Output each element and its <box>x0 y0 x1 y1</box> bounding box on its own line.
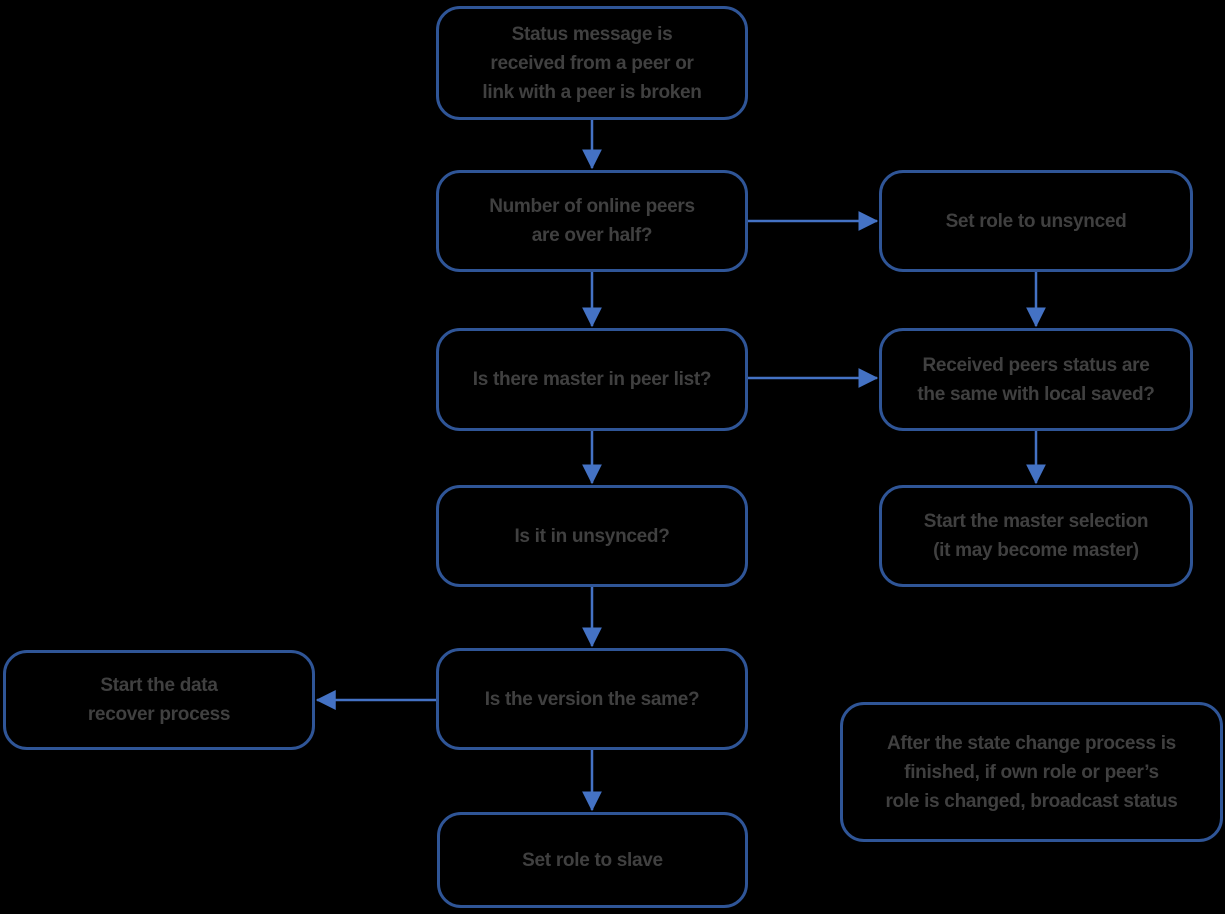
node-set-role-unsynced-label: Set role to unsynced <box>945 210 1127 232</box>
node-version-same: Is the version the same? <box>436 648 748 750</box>
node-start-data-recover-label: Start the data recover process <box>87 675 231 725</box>
node-start-master-selection: Start the master selection (it may becom… <box>879 485 1193 587</box>
node-online-peers-over-half-label: Number of online peers are over half? <box>489 196 695 246</box>
node-master-in-peer-list-label: Is there master in peer list? <box>472 369 712 390</box>
node-set-role-unsynced: Set role to unsynced <box>879 170 1193 272</box>
node-status-message: Status message is received from a peer o… <box>436 6 748 120</box>
node-is-in-unsynced: Is it in unsynced? <box>436 485 748 587</box>
node-received-status-same-label: Received peers status are the same with … <box>917 354 1155 405</box>
node-version-same-label: Is the version the same? <box>484 688 700 710</box>
node-is-in-unsynced-label: Is it in unsynced? <box>514 525 670 547</box>
node-broadcast-note: After the state change process is finish… <box>840 702 1223 842</box>
node-start-data-recover: Start the data recover process <box>3 650 315 750</box>
node-master-in-peer-list: Is there master in peer list? <box>436 328 748 431</box>
node-online-peers-over-half: Number of online peers are over half? <box>436 170 748 272</box>
node-set-role-slave-label: Set role to slave <box>522 849 663 871</box>
node-start-master-selection-label: Start the master selection (it may becom… <box>923 511 1149 561</box>
node-received-status-same: Received peers status are the same with … <box>879 328 1193 431</box>
node-broadcast-note-label: After the state change process is finish… <box>885 732 1178 812</box>
node-status-message-label: Status message is received from a peer o… <box>482 23 702 103</box>
node-set-role-slave: Set role to slave <box>437 812 748 908</box>
